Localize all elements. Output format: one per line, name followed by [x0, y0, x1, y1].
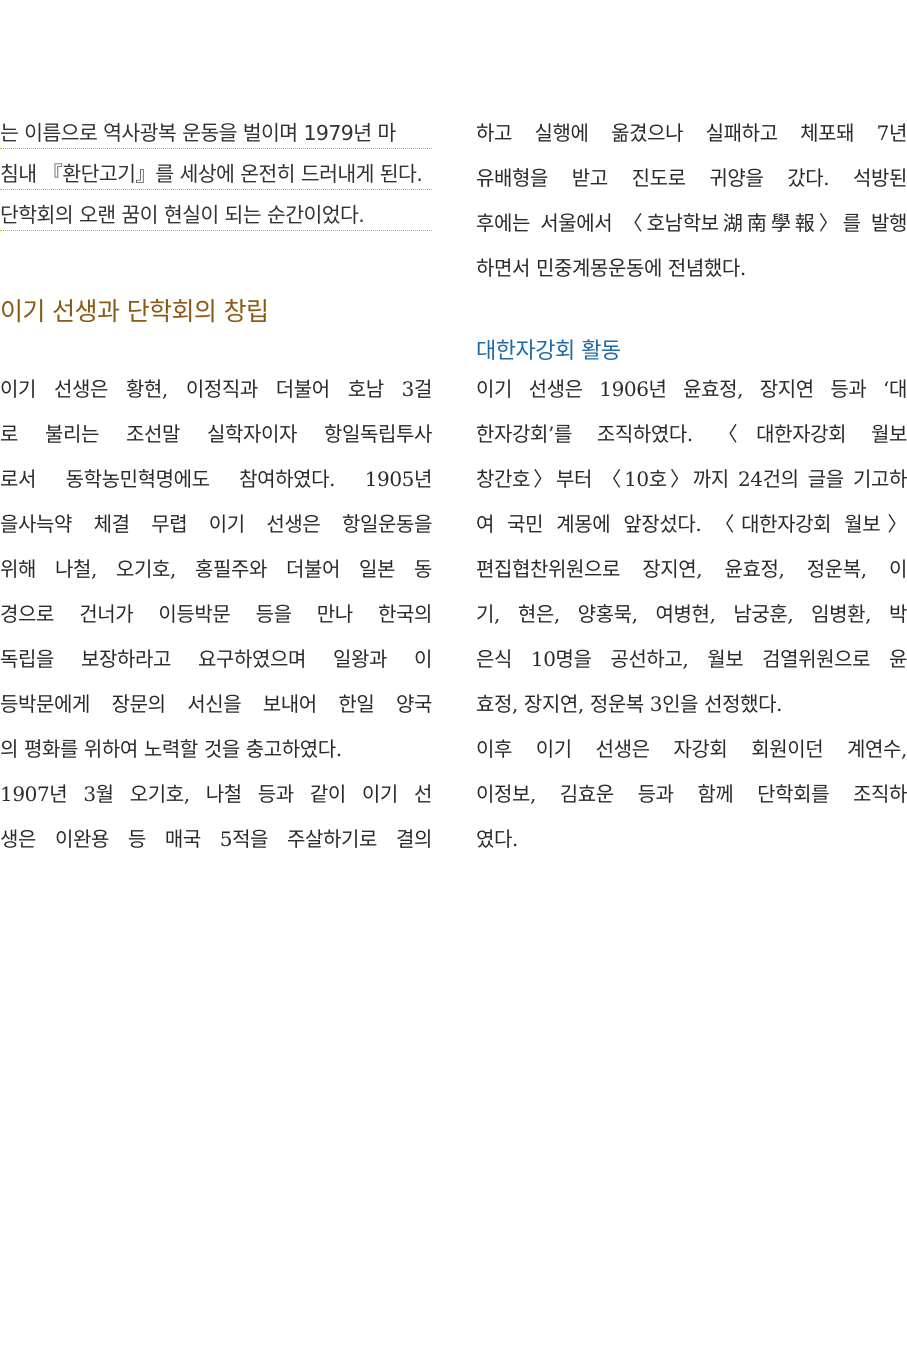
text-line: 하고 실행에 옮겼으나 실패하고 체포돼 7년	[476, 121, 907, 145]
text-line: 독립을 보장하라고 요구하였으며 일왕과 이	[0, 647, 432, 671]
text-line: 이기 선생은 황현, 이정직과 더불어 호남 3걸	[0, 377, 432, 401]
text-line: 의 평화를 위하여 노력할 것을 충고하였다.	[0, 737, 342, 761]
text-line: 후에는 서울에서 〈호남학보湖南學報〉를 발행	[476, 211, 907, 235]
text-line: 로서 동학농민혁명에도 참여하였다. 1905년	[0, 467, 432, 491]
text-line: 이정보, 김효운 등과 함께 단학회를 조직하	[476, 782, 907, 806]
body-paragraph-left: 이기 선생은 황현, 이정직과 더불어 호남 3걸 로 불리는 조선말 실학자이…	[0, 374, 432, 869]
highlighted-passage: 는 이름으로 역사광복 운동을 벌이며 1979년 마 침내 『환단고기』를 세…	[0, 118, 432, 241]
text-line: 생은 이완용 등 매국 5적을 주살하기로 결의	[0, 827, 432, 851]
highlighted-line: 는 이름으로 역사광복 운동을 벌이며 1979년 마	[0, 118, 432, 149]
text-line: 효정, 장지연, 정운복 3인을 선정했다.	[476, 692, 783, 716]
text-line: 이후 이기 선생은 자강회 회원이던 계연수,	[476, 737, 907, 761]
text-line: 등박문에게 장문의 서신을 보내어 한일 양국	[0, 692, 432, 716]
text-line: 이기 선생은 1906년 윤효정, 장지연 등과 ‘대	[476, 377, 907, 401]
body-paragraph-right: 이기 선생은 1906년 윤효정, 장지연 등과 ‘대 한자강회’를 조직하였다…	[476, 374, 907, 869]
text-line: 1907년 3월 오기호, 나철 등과 같이 이기 선	[0, 782, 432, 806]
text-line: 한자강회’를 조직하였다. 〈대한자강회 월보	[476, 422, 907, 446]
text-line: 로 불리는 조선말 실학자이자 항일독립투사	[0, 422, 432, 446]
text-line: 하면서 민중계몽운동에 전념했다.	[476, 256, 746, 280]
text-line: 였다.	[476, 827, 518, 851]
section-heading-dahnhak-founding: 이기 선생과 단학회의 창립	[0, 297, 269, 326]
text-line: 은식 10명을 공선하고, 월보 검열위원으로 윤	[476, 647, 907, 671]
text-line: 창간호〉부터 〈10호〉까지 24건의 글을 기고하	[476, 467, 907, 491]
text-line: 을사늑약 체결 무렵 이기 선생은 항일운동을	[0, 512, 432, 536]
section-heading-jaganghoe: 대한자강회 활동	[476, 339, 621, 364]
text-line: 위해 나철, 오기호, 홍필주와 더불어 일본 동	[0, 557, 432, 581]
text-line: 경으로 건너가 이등박문 등을 만나 한국의	[0, 602, 432, 626]
highlighted-line: 단학회의 오랜 꿈이 현실이 되는 순간이었다.	[0, 200, 432, 231]
highlighted-line: 침내 『환단고기』를 세상에 온전히 드러내게 된다.	[0, 159, 432, 190]
text-line: 여 국민 계몽에 앞장섰다. 〈대한자강회 월보〉	[476, 512, 907, 536]
text-line: 유배형을 받고 진도로 귀양을 갔다. 석방된	[476, 166, 907, 190]
text-line: 편집협찬위원으로 장지연, 윤효정, 정운복, 이	[476, 557, 907, 581]
text-line: 기, 현은, 양홍묵, 여병현, 남궁훈, 임병환, 박	[476, 602, 907, 626]
body-paragraph-continuation: 하고 실행에 옮겼으나 실패하고 체포돼 7년 유배형을 받고 진도로 귀양을 …	[476, 118, 907, 298]
